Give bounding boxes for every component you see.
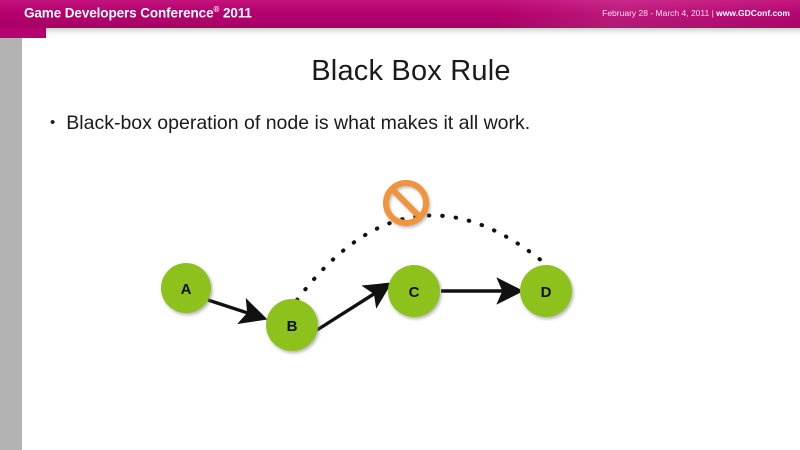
no-entry-slash	[389, 186, 423, 220]
bullet-marker-icon: •	[50, 114, 56, 131]
banner-notch	[0, 28, 46, 38]
gdc-header-banner: Game Developers Conference® 2011 Februar…	[0, 0, 800, 28]
node-c-circle[interactable]	[388, 265, 440, 317]
edge-b-to-c-line	[316, 285, 388, 332]
conference-title: Game Developers Conference® 2011	[24, 5, 252, 21]
node-a-label: A	[181, 281, 192, 298]
slide-title: Black Box Rule	[311, 55, 511, 87]
node-a-circle[interactable]	[161, 263, 211, 313]
conference-dates-and-site: February 28 - March 4, 2011 | www.GDConf…	[602, 8, 790, 18]
header-shadow	[22, 28, 800, 37]
no-entry-ring	[383, 180, 429, 226]
node-d[interactable]: D	[520, 265, 572, 317]
node-b-label: B	[287, 318, 298, 335]
registered-mark: ®	[213, 5, 220, 14]
node-c-label: C	[409, 284, 420, 301]
conference-dates: February 28 - March 4, 2011 |	[602, 8, 717, 18]
node-d-circle[interactable]	[520, 265, 572, 317]
node-a[interactable]: A	[161, 263, 211, 313]
node-c[interactable]: C	[388, 265, 440, 317]
node-b[interactable]: B	[266, 299, 318, 351]
edge-b-to-c	[316, 285, 388, 332]
node-d-label: D	[541, 284, 552, 301]
bullet-item-text: Black-box operation of node is what make…	[66, 112, 531, 134]
conference-year: 2011	[222, 5, 252, 21]
edge-a-to-b	[207, 300, 263, 318]
conference-name: Game Developers Conference	[24, 5, 214, 21]
node-b-circle[interactable]	[266, 299, 318, 351]
bullet-list-item: • Black-box operation of node is what ma…	[50, 110, 530, 136]
conference-website-link[interactable]: www.GDConf.com	[716, 8, 790, 18]
no-entry-icon	[383, 180, 429, 226]
edge-a-to-b-line	[207, 300, 263, 318]
left-gutter	[0, 0, 22, 450]
